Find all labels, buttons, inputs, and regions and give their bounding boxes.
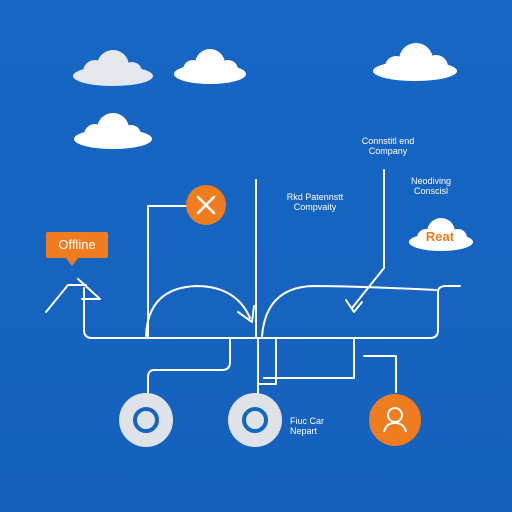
reset-cloud-icon (409, 218, 473, 251)
cloud-icon (174, 49, 246, 84)
label-middle: Rkd Patennstt Compvaity (286, 192, 344, 212)
offline-label: Offline (58, 237, 96, 252)
node-circle-left[interactable] (119, 393, 173, 447)
label-top-right: Connstitl end Company (361, 136, 415, 156)
connector-lines (45, 169, 461, 401)
user-icon[interactable] (369, 394, 421, 446)
cloud-icon (74, 113, 152, 149)
label-right: Neodiving Conscisl (410, 176, 452, 196)
cloud-icon (373, 43, 457, 81)
label-bottom: Fiuc Car Nepart (290, 416, 325, 436)
node-circle-center[interactable] (228, 393, 282, 447)
reset-label: Reat (425, 229, 455, 244)
offline-tag: Offline (46, 232, 108, 266)
close-icon[interactable] (186, 185, 226, 225)
cloud-icon (73, 50, 153, 86)
